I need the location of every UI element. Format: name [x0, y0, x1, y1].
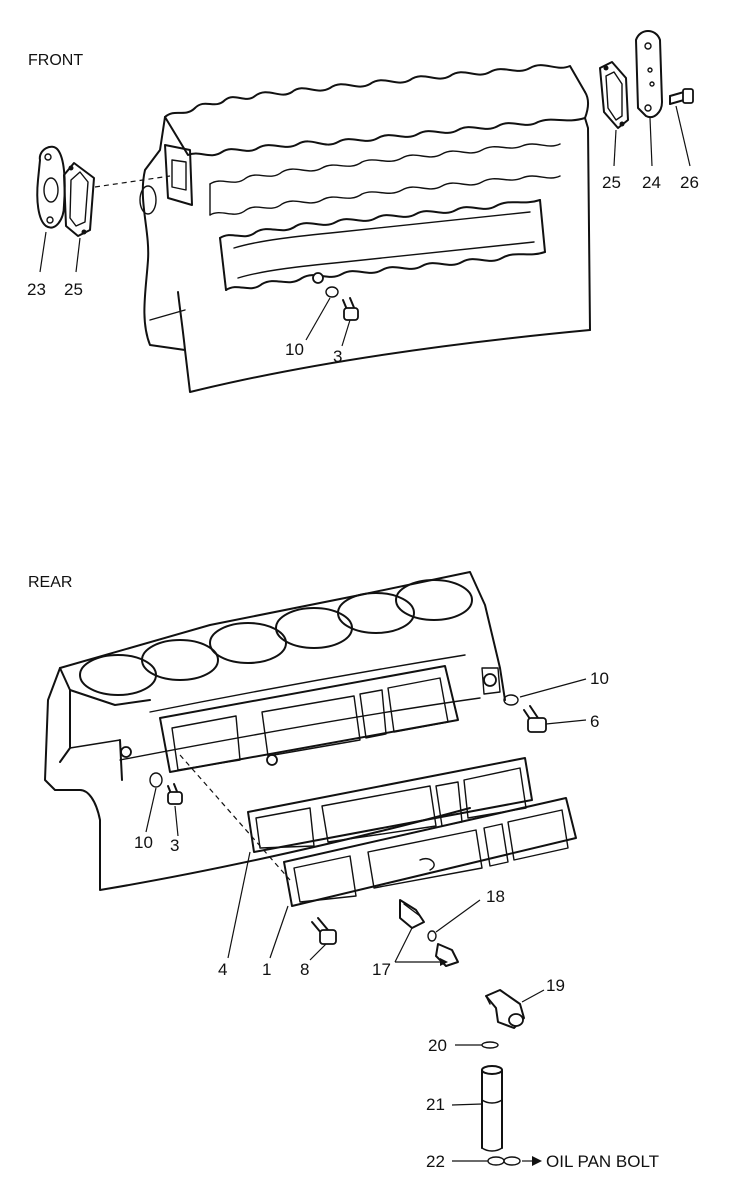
leader-front-25-left: [75, 237, 81, 273]
front-bolt-26: [669, 88, 694, 105]
rear-bolt-6: [523, 705, 547, 733]
front-gasket-23: [36, 145, 66, 229]
leader-rear-17-a: [394, 927, 413, 963]
callout-rear-1: 1: [262, 960, 271, 979]
callout-rear-20: 20: [428, 1036, 447, 1055]
leader-front-25-right: [613, 129, 617, 167]
leader-rear-3: [174, 805, 179, 837]
leader-rear-8: [309, 943, 327, 961]
callout-rear-17: 17: [372, 960, 391, 979]
leader-rear-21: [451, 1103, 483, 1106]
leader-rear-17-arrow: [440, 958, 448, 966]
leader-rear-4: [227, 851, 251, 959]
leader-front-23: [39, 231, 47, 273]
oil-pan-bolt-arrowhead: [532, 1156, 542, 1166]
leader-rear-19: [521, 989, 545, 1003]
leader-front-10: [305, 297, 331, 341]
callout-front-3: 3: [333, 347, 342, 366]
leader-front-24: [649, 117, 653, 167]
rear-bolt-8: [311, 917, 337, 945]
callout-front-23: 23: [27, 280, 46, 299]
callout-rear-18: 18: [486, 887, 505, 906]
oil-pan-bolt-note: OIL PAN BOLT: [546, 1152, 659, 1171]
callout-rear-22: 22: [426, 1152, 445, 1171]
callout-front-10: 10: [285, 340, 304, 359]
rear-engine-block: [44, 571, 506, 891]
front-left-alignment-line: [94, 175, 171, 188]
leader-rear-10-right: [519, 678, 587, 698]
front-cover-24: [635, 30, 663, 118]
rear-o-ring-18: [427, 930, 437, 942]
rear-o-ring-20: [481, 1041, 499, 1049]
rear-fitting-17: [399, 899, 459, 967]
leader-rear-6: [545, 719, 587, 725]
leader-rear-1: [269, 905, 289, 959]
callout-front-26: 26: [680, 173, 699, 192]
callout-rear-10-right: 10: [590, 669, 609, 688]
rear-washer-10-right: [503, 694, 519, 706]
rear-bolt-3: [167, 783, 183, 805]
front-view-title: FRONT: [28, 52, 83, 69]
callout-front-25-right: 25: [602, 173, 621, 192]
callout-rear-6: 6: [590, 712, 599, 731]
rear-washer-10-left: [149, 772, 163, 788]
rear-view-title: REAR: [28, 574, 72, 591]
callout-front-24: 24: [642, 173, 661, 192]
callout-rear-3: 3: [170, 836, 179, 855]
callout-rear-8: 8: [300, 960, 309, 979]
front-gasket-25-left: [63, 162, 95, 237]
leader-rear-10-left: [145, 787, 157, 833]
rear-cover-1: [283, 797, 577, 907]
rear-gasket-4: [247, 757, 533, 853]
rear-alignment-line: [179, 754, 291, 881]
leader-front-26: [675, 105, 691, 167]
leader-rear-18: [435, 899, 481, 933]
callout-rear-10-left: 10: [134, 833, 153, 852]
callout-rear-4: 4: [218, 960, 227, 979]
front-bolt-3: [342, 297, 359, 321]
callout-front-25-left: 25: [64, 280, 83, 299]
rear-pipe-21: [481, 1065, 503, 1152]
callout-rear-19: 19: [546, 976, 565, 995]
rear-elbow-19: [485, 989, 525, 1029]
front-engine-block: [139, 64, 591, 393]
callout-rear-21: 21: [426, 1095, 445, 1114]
rear-o-rings-22: [487, 1156, 521, 1166]
front-washer-10: [325, 286, 339, 298]
leader-front-3: [341, 319, 351, 347]
front-gasket-25-right: [599, 61, 629, 129]
